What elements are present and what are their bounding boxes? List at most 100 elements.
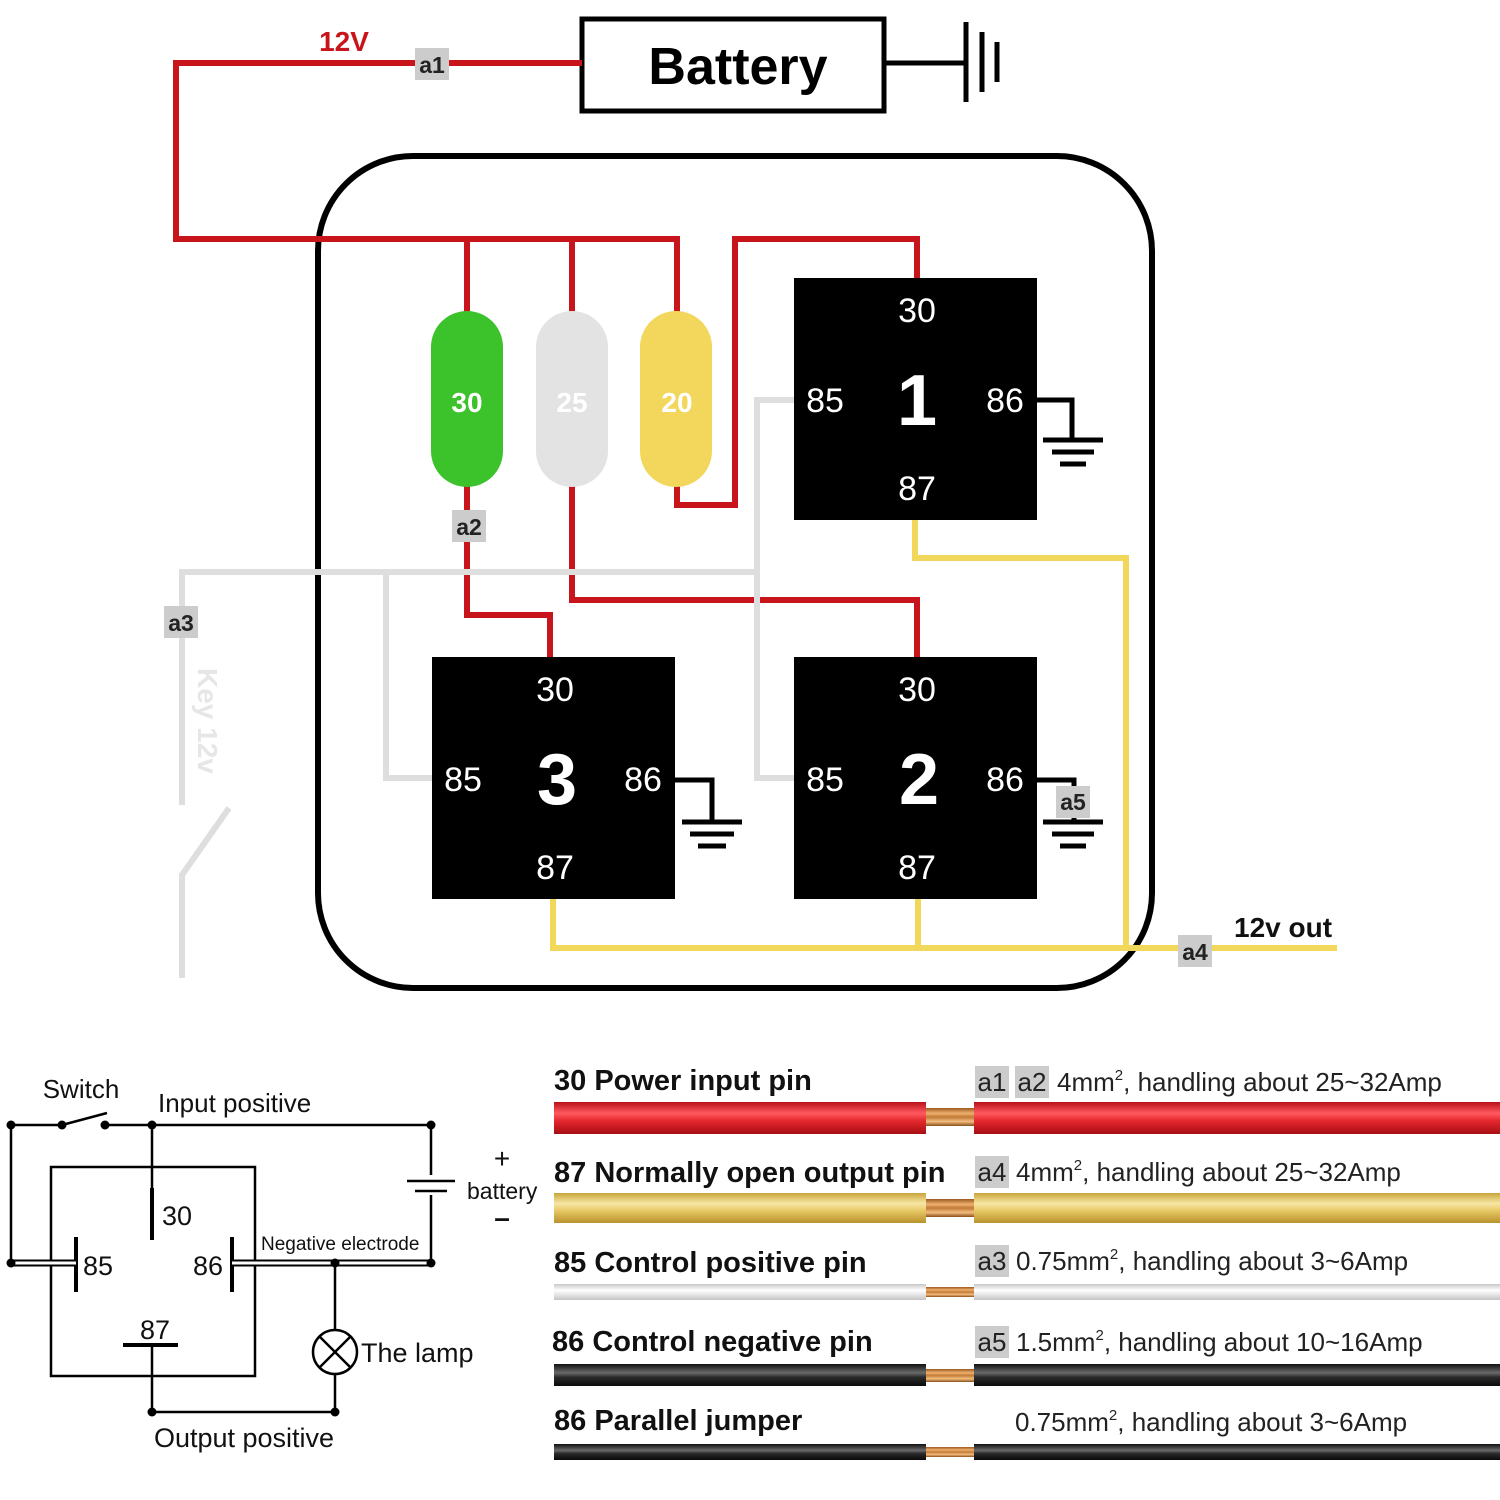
relay-3-pin-86: 86 <box>624 761 662 799</box>
svg-text:a2: a2 <box>1018 1067 1047 1097</box>
schematic-output-wire <box>150 1345 337 1414</box>
legend-copper-core <box>926 1287 974 1297</box>
relay1-output-wire <box>912 518 1129 948</box>
negative-electrode-label: Negative electrode <box>261 1234 419 1255</box>
relay-1-pin-85: 85 <box>806 382 844 420</box>
fuse25-to-relay2 <box>569 486 920 658</box>
schematic-pin-87: 87 <box>140 1315 170 1345</box>
svg-text:a1: a1 <box>419 52 445 78</box>
schematic-pin-86: 86 <box>193 1251 223 1281</box>
relay-3-ground-icon <box>675 777 742 849</box>
legend-row-control-positive: 85 Control positive pin a3 0.75mm2, hand… <box>554 1245 1500 1300</box>
legend-title: 30 Power input pin <box>554 1065 812 1097</box>
power-wires <box>173 60 920 658</box>
schematic-battery-icon <box>407 1179 455 1193</box>
fuse-30-label: 30 <box>451 387 482 418</box>
battery-label: Battery <box>648 38 827 96</box>
tag-a5: a5 <box>1056 786 1090 818</box>
switch-label: Switch <box>43 1074 120 1104</box>
control-wires <box>179 397 796 978</box>
svg-text:a5: a5 <box>978 1327 1007 1357</box>
output-label: 12v out <box>1234 912 1332 943</box>
lamp-label: The lamp <box>361 1338 474 1368</box>
fuse-30: 30 <box>431 311 503 487</box>
legend-copper-core <box>926 1108 974 1126</box>
output-bus <box>550 896 1337 951</box>
output-wires <box>550 518 1337 951</box>
relay-1-number: 1 <box>897 361 937 441</box>
legend-row-output: 87 Normally open output pin a4 4mm2, han… <box>554 1156 1500 1223</box>
relay-1-pin-86: 86 <box>986 382 1024 420</box>
legend-spec: 4mm2, handling about 25~32Amp <box>1057 1067 1442 1097</box>
legend-copper-core <box>926 1369 974 1382</box>
legend-copper-core <box>926 1447 974 1457</box>
svg-text:a3: a3 <box>168 610 194 636</box>
lamp-icon <box>311 1328 359 1376</box>
legend-title: 86 Parallel jumper <box>554 1405 802 1437</box>
key-switch-blade <box>179 806 232 978</box>
relay-2: 30 85 2 86 87 <box>794 657 1103 899</box>
relay-2-number: 2 <box>899 740 939 820</box>
schematic-pin-30: 30 <box>162 1201 192 1231</box>
legend-wire-white <box>554 1284 926 1300</box>
tag-a2: a2 <box>452 510 486 542</box>
legend-tag-a2 <box>1015 1066 1049 1098</box>
fuse-20: 20 <box>640 311 712 487</box>
svg-text:a3: a3 <box>978 1246 1007 1276</box>
legend-title: 86 Control negative pin <box>552 1326 873 1358</box>
schematic-nodes <box>6 1120 436 1417</box>
relay-3-body <box>432 657 675 899</box>
relay-3: 30 85 3 86 87 <box>432 657 742 899</box>
control-to-relay3 <box>383 572 434 781</box>
legend-spec: 4mm2, handling about 25~32Amp <box>1016 1157 1401 1187</box>
fuse-20-body <box>640 311 712 487</box>
svg-text:a5: a5 <box>1060 789 1086 815</box>
relay-2-pin-85: 85 <box>806 761 844 799</box>
legend-spec: 1.5mm2, handling about 10~16Amp <box>1016 1327 1423 1357</box>
output-positive-label: Output positive <box>154 1423 334 1453</box>
legend-tag-a1 <box>975 1066 1009 1098</box>
input-positive-label: Input positive <box>158 1088 311 1118</box>
legend-wire-yellow-2 <box>974 1193 1500 1223</box>
legend-wire-black <box>554 1364 926 1386</box>
relay-1-pin-30: 30 <box>898 292 936 330</box>
voltage-label: 12V <box>319 26 369 57</box>
svg-text:a4: a4 <box>1182 939 1208 965</box>
tag-a1: a1 <box>415 48 449 80</box>
fuse20-to-relay1 <box>674 236 920 508</box>
svg-text:a2: a2 <box>456 514 482 540</box>
battery: Battery <box>579 16 1000 114</box>
power-main-wire <box>173 60 680 312</box>
control-to-relay2 <box>754 572 796 781</box>
wire-legend: 30 Power input pin a1 a2 4mm2, handling … <box>552 1065 1500 1460</box>
legend-spec: 0.75mm2, handling about 3~6Amp <box>1015 1407 1407 1437</box>
schematic-pin-85: 85 <box>83 1251 113 1281</box>
relay-1-ground-icon <box>1037 397 1103 467</box>
legend-title: 87 Normally open output pin <box>554 1157 946 1189</box>
relay-3-pin-30: 30 <box>536 671 574 709</box>
legend-row-jumper: 86 Parallel jumper 0.75mm2, handling abo… <box>554 1405 1500 1460</box>
relay-2-pin-30: 30 <box>898 671 936 709</box>
fuse-30-body <box>431 311 503 487</box>
svg-text:a4: a4 <box>978 1157 1007 1187</box>
tag-a4: a4 <box>1178 935 1212 967</box>
legend-wire-red <box>554 1102 926 1134</box>
relay-1-body <box>794 278 1037 520</box>
fuse30-to-relay3 <box>464 486 553 658</box>
relay-1-pin-87: 87 <box>898 470 936 508</box>
svg-text:a1: a1 <box>978 1067 1007 1097</box>
relay-2-body <box>794 657 1037 899</box>
legend-spec: 0.75mm2, handling about 3~6Amp <box>1016 1246 1408 1276</box>
relay-3-pin-87: 87 <box>536 849 574 887</box>
battery-schematic-label: battery <box>467 1178 538 1204</box>
relay-1: 30 85 1 86 87 <box>794 278 1103 520</box>
relay-3-pin-85: 85 <box>444 761 482 799</box>
fuse-20-label: 20 <box>661 387 692 418</box>
legend-tag-a3 <box>975 1245 1009 1277</box>
legend-tag-a5 <box>975 1326 1009 1358</box>
control-to-relay1 <box>754 397 796 572</box>
relay-2-pin-87: 87 <box>898 849 936 887</box>
legend-wire-black-thin <box>554 1444 926 1460</box>
fuse-25-body <box>536 311 608 487</box>
